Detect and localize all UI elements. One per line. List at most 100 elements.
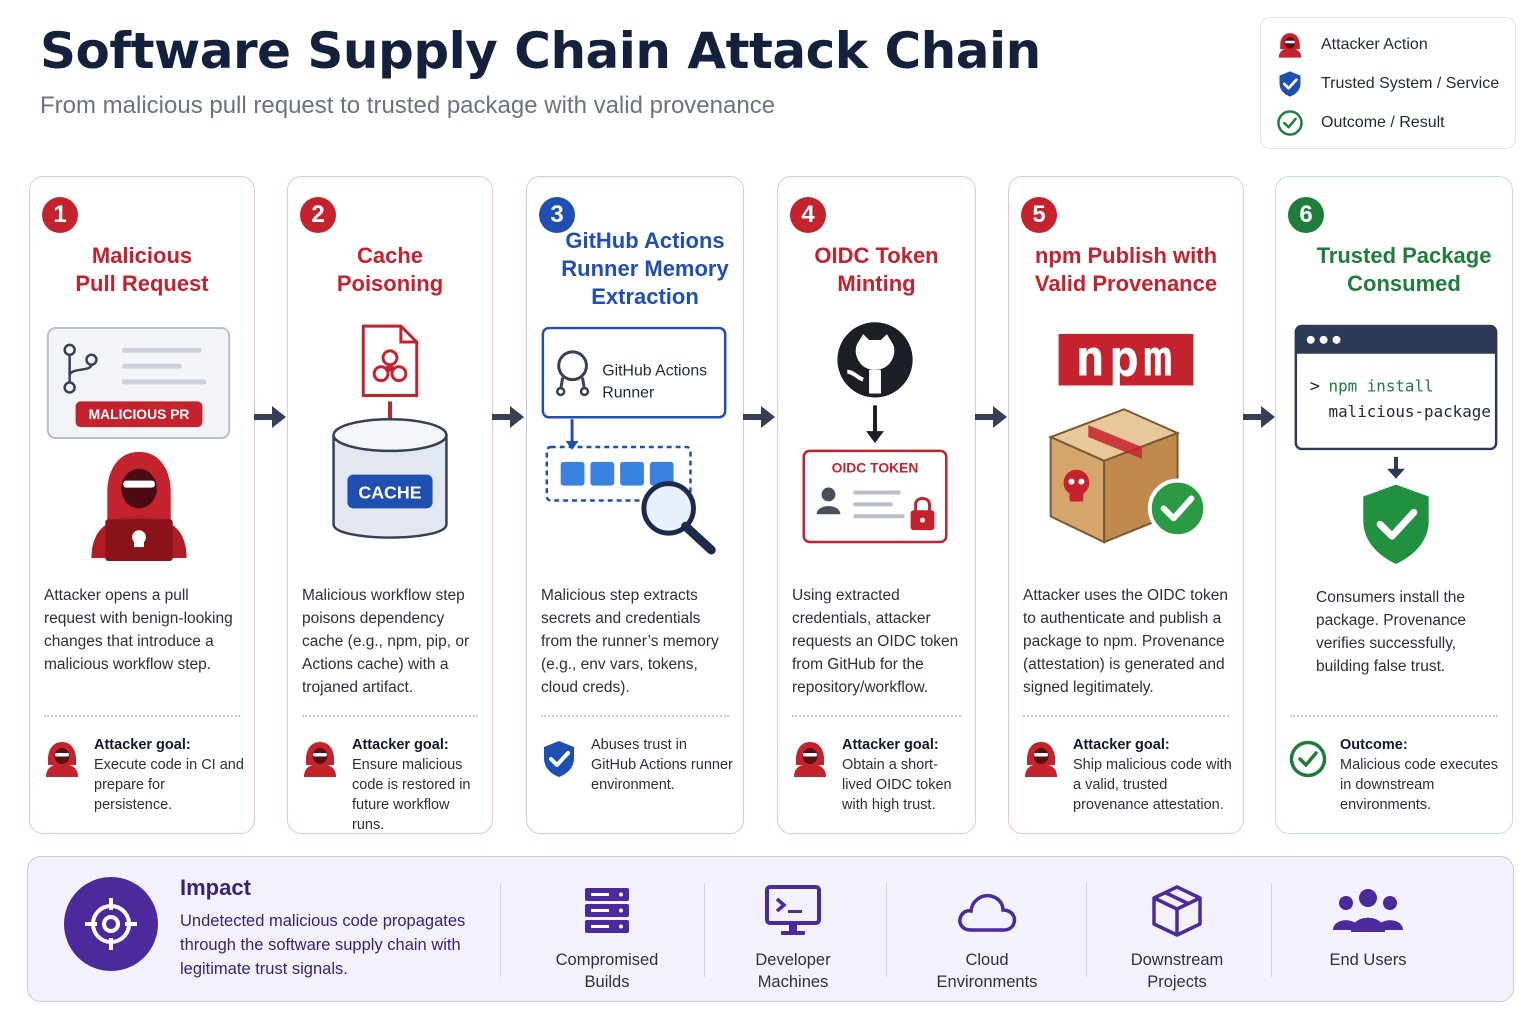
step-goal: Attacker goal: Ship malicious code with a… — [1021, 735, 1235, 815]
separator — [886, 883, 887, 977]
step-title: npm Publish with Valid Provenance — [1034, 243, 1218, 296]
runner-label-line1: GitHub Actions — [602, 363, 707, 380]
step-number: 4 — [790, 197, 826, 233]
impact-item-label: Developer Machines — [755, 951, 831, 991]
step-goal: Attacker goal: Execute code in CI and pre… — [42, 735, 246, 815]
runner-memory-illustration: GitHub Actions Runner — [541, 326, 727, 555]
separator — [704, 883, 705, 977]
arrow-right-icon — [492, 404, 526, 430]
goal-label: Attacker goal: — [842, 737, 939, 753]
users-icon — [1283, 881, 1453, 941]
shield-check-icon — [539, 739, 579, 779]
hooded-attacker-icon — [300, 739, 340, 779]
oidc-token-illustration: OIDC TOKEN — [802, 322, 948, 544]
step-number: 1 — [42, 197, 78, 233]
legend-item-trusted: Trusted System / Service — [1275, 69, 1499, 99]
goal-text: Malicious code executes in downstream en… — [1340, 757, 1498, 813]
package-box-icon — [1092, 881, 1262, 941]
step-title: Malicious Pull Request — [75, 243, 209, 296]
step-description: Malicious workflow step poisons dependen… — [302, 587, 470, 696]
divider — [792, 715, 961, 717]
hooded-attacker-icon — [790, 739, 830, 779]
legend-label: Outcome / Result — [1321, 114, 1445, 131]
hooded-attacker-icon — [42, 739, 82, 779]
oidc-token-label: OIDC TOKEN — [832, 460, 919, 476]
step-goal: Attacker goal: Obtain a short-lived OIDC … — [790, 735, 967, 815]
arrow-right-icon — [254, 404, 288, 430]
impact-item-builds: Compromised Builds — [522, 881, 692, 993]
goal-text: Execute code in CI and prepare for persi… — [94, 757, 244, 813]
step-goal: Attacker goal:Ensure malicious code is r… — [300, 735, 484, 835]
divider — [44, 715, 240, 717]
monitor-terminal-icon — [708, 881, 878, 941]
goal-label: Attacker goal: — [94, 737, 191, 753]
cache-poisoning-illustration: CACHE — [332, 324, 448, 539]
step-card-4: 4 OIDC Token Minting OIDC TOKEN Using ex… — [777, 176, 976, 834]
step-number: 2 — [300, 197, 336, 233]
impact-item-label: Cloud Environments — [936, 951, 1038, 991]
step-card-2: 2 Cache Poisoning CACHE Malicious workfl… — [287, 176, 493, 834]
step-card-3: 3 GitHub Actions Runner Memory Extractio… — [526, 176, 744, 834]
step-card-6: 6 Trusted Package Consumed > npm install… — [1275, 176, 1513, 834]
arrow-right-icon — [743, 404, 777, 430]
step-title: GitHub Actions Runner Memory Extraction — [561, 228, 729, 309]
shield-check-icon — [1275, 69, 1305, 99]
impact-item-cloud: Cloud Environments — [902, 881, 1072, 993]
target-icon — [64, 877, 158, 971]
legend-label: Attacker Action — [1321, 36, 1428, 53]
step-description: Attacker uses the OIDC token to authenti… — [1023, 587, 1229, 696]
arrow-right-icon — [975, 404, 1009, 430]
step-description: Consumers install the package. Provenanc… — [1316, 589, 1466, 675]
impact-title: Impact — [180, 875, 251, 900]
step-title: Cache Poisoning — [336, 243, 444, 296]
cloud-icon — [902, 881, 1072, 941]
divider — [302, 715, 478, 717]
goal-text: Ensure malicious code is restored in fut… — [352, 757, 471, 833]
step-description: Using extracted credentials, attacker re… — [792, 587, 959, 696]
impact-text: Undetected malicious code propagates thr… — [180, 912, 466, 978]
terminal-command-2: malicious-package — [1329, 402, 1491, 421]
npm-logo: npm — [1075, 330, 1176, 388]
divider — [541, 715, 729, 717]
step-card-1: 1 Malicious Pull Request MALICIOUS PR At… — [29, 176, 255, 834]
step-number: 3 — [539, 197, 575, 233]
step-goal: Abuses trust in GitHub Actions runner en… — [539, 735, 735, 795]
goal-text: Ship malicious code with a valid, truste… — [1073, 757, 1232, 813]
goal-label: Attacker goal: — [1073, 737, 1170, 753]
legend: Attacker Action Trusted System / Service… — [1260, 17, 1516, 149]
goal-text: Abuses trust in GitHub Actions runner en… — [591, 737, 733, 793]
hooded-attacker-icon — [1275, 30, 1305, 60]
step-card-5: 5 npm Publish with Valid Provenance npm … — [1008, 176, 1244, 834]
page-title: Software Supply Chain Attack Chain — [40, 22, 1041, 80]
step-title: OIDC Token Minting — [814, 243, 939, 296]
step-description: Attacker opens a pull request with benig… — [44, 587, 233, 673]
step-number: 6 — [1288, 197, 1324, 233]
goal-text: Obtain a short-lived OIDC token with hig… — [842, 757, 952, 813]
separator — [500, 883, 501, 977]
terminal-prompt: > — [1310, 375, 1320, 395]
check-circle-icon — [1288, 739, 1328, 779]
arrow-right-icon — [1243, 404, 1277, 430]
step-description: Malicious step extracts secrets and cred… — [541, 587, 719, 696]
page-subtitle: From malicious pull request to trusted p… — [40, 92, 776, 119]
runner-label-line2: Runner — [602, 384, 655, 401]
impact-item-developer: Developer Machines — [708, 881, 878, 993]
hooded-attacker-icon — [1021, 739, 1061, 779]
impact-item-end-users: End Users — [1283, 881, 1453, 971]
malicious-pr-illustration: MALICIOUS PR — [46, 327, 231, 561]
terminal-command-1: npm install — [1329, 376, 1434, 395]
goal-label: Outcome: — [1340, 737, 1408, 753]
legend-item-outcome: Outcome / Result — [1275, 108, 1445, 138]
step-number: 5 — [1021, 197, 1057, 233]
malicious-pr-badge: MALICIOUS PR — [89, 406, 190, 422]
impact-item-label: Downstream Projects — [1130, 951, 1224, 991]
impact-panel: Impact Undetected malicious code propaga… — [27, 856, 1514, 1002]
divider — [1290, 715, 1498, 717]
server-icon — [522, 881, 692, 941]
legend-label: Trusted System / Service — [1321, 75, 1500, 92]
separator — [1271, 883, 1272, 977]
cache-label: CACHE — [358, 482, 421, 502]
impact-item-label: Compromised Builds — [555, 951, 659, 991]
divider — [1023, 715, 1229, 717]
legend-item-attacker: Attacker Action — [1275, 30, 1428, 60]
